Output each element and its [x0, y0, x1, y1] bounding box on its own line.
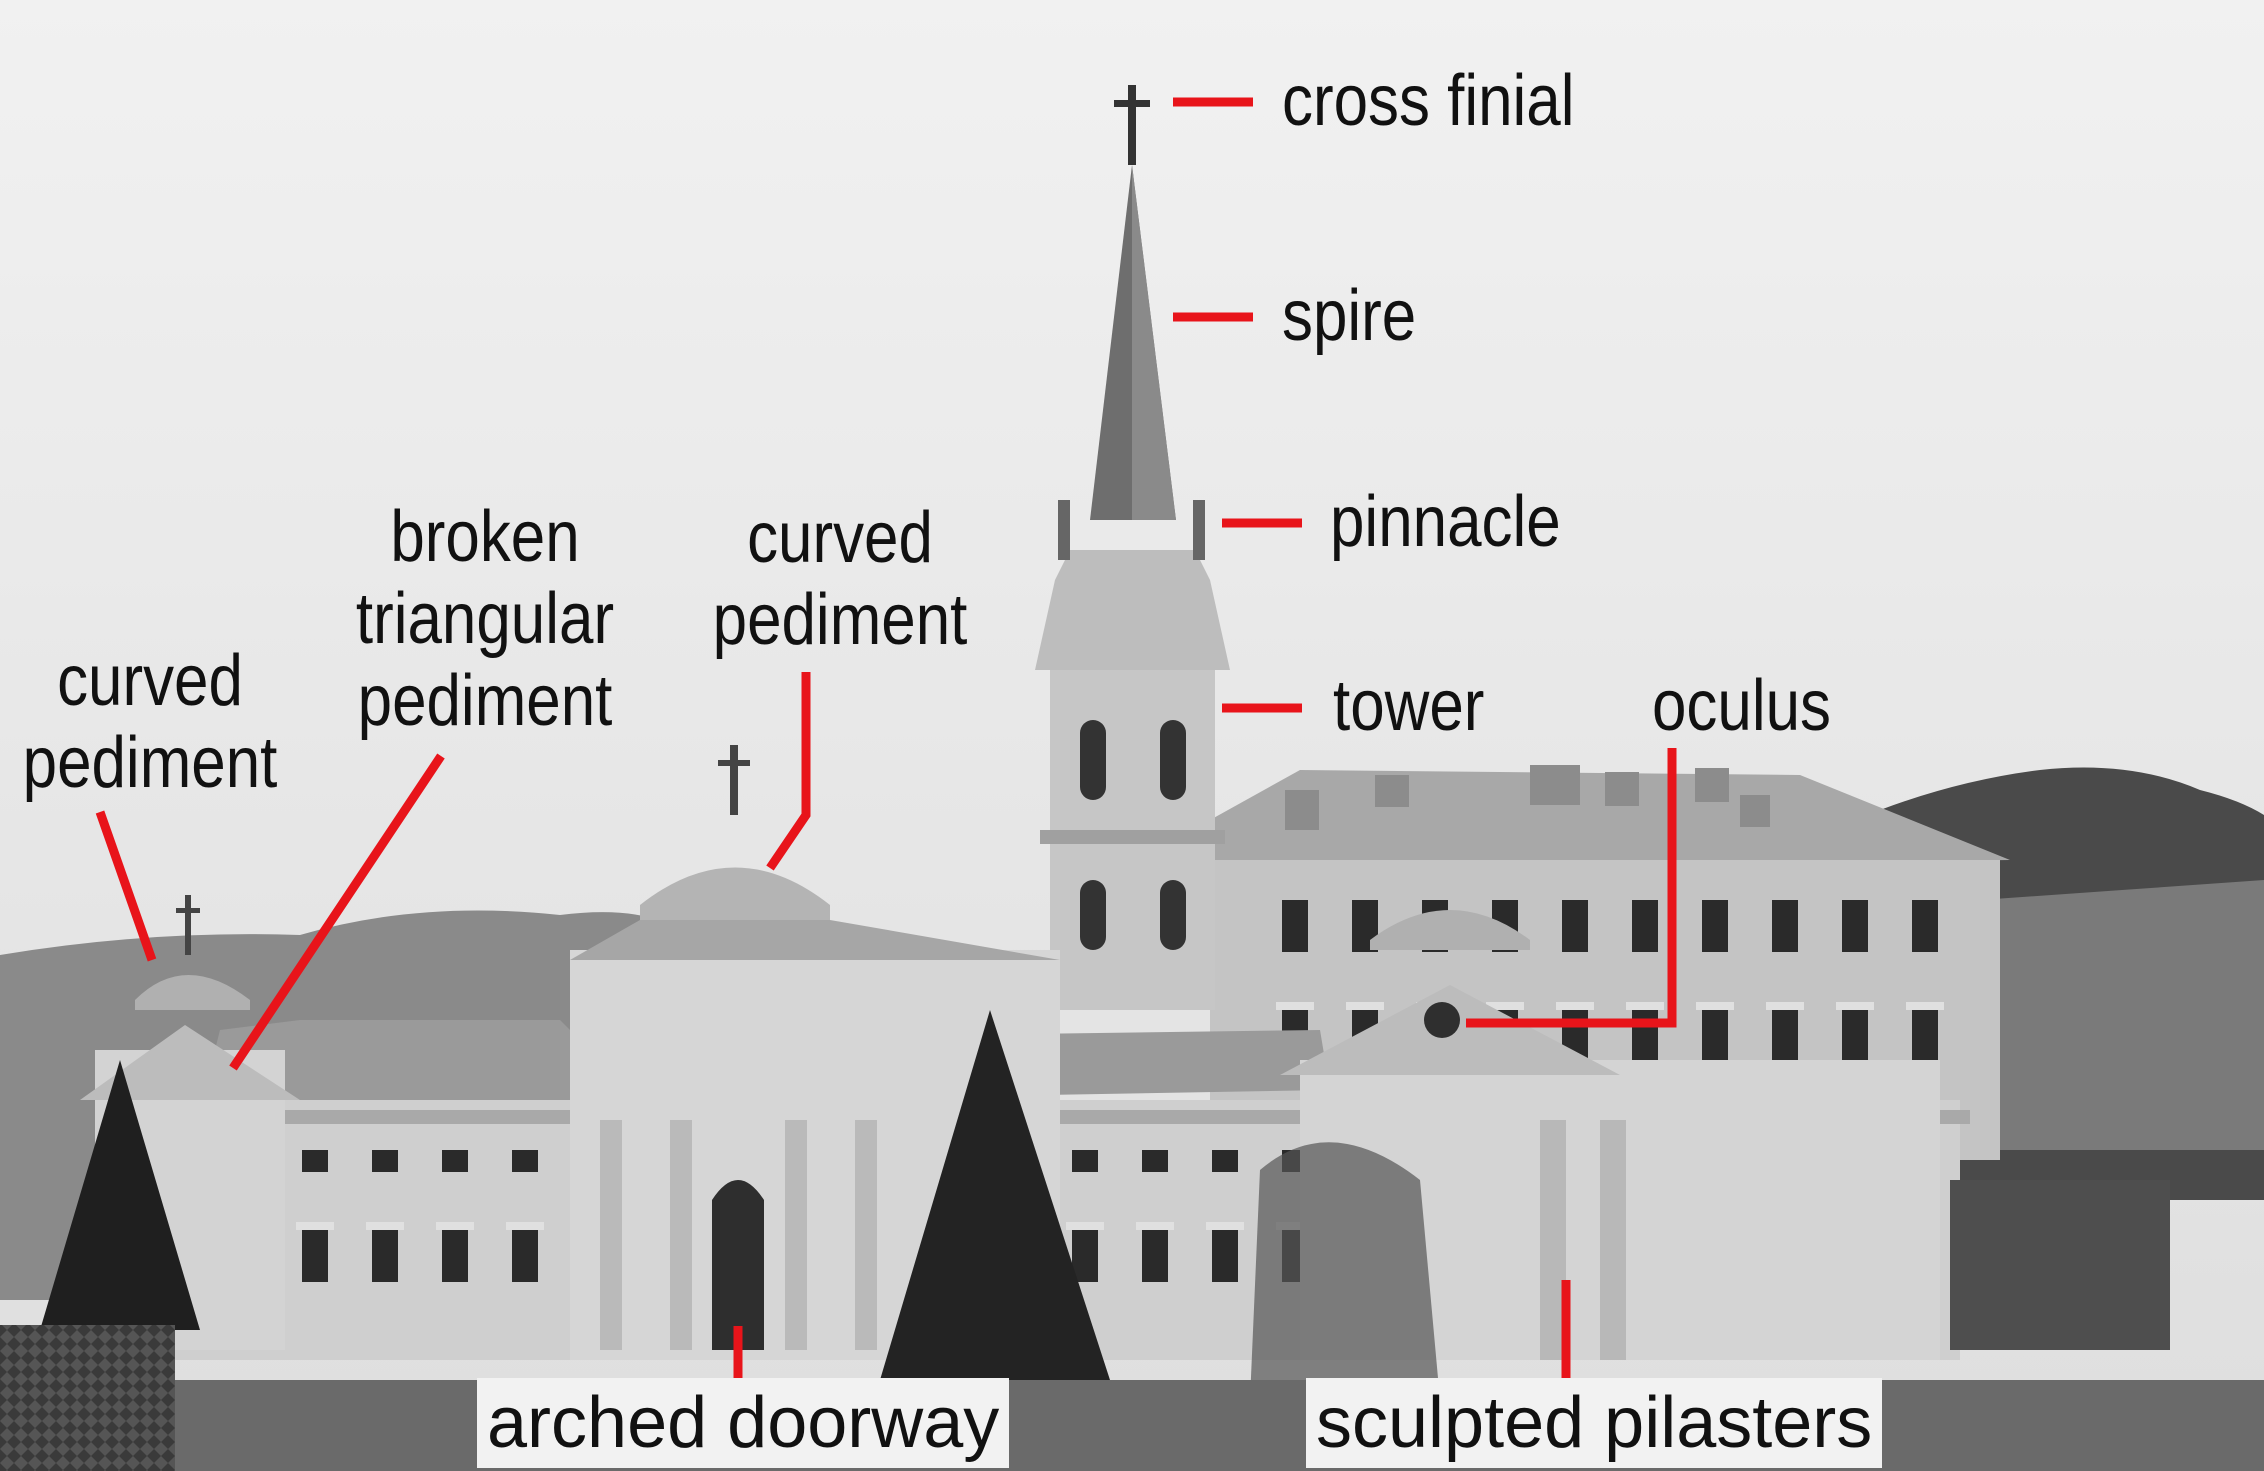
center-cross-bar — [718, 760, 750, 766]
left-cross — [185, 895, 191, 955]
leader-lines — [95, 97, 1677, 1378]
conifer-left — [40, 1060, 200, 1330]
center-cross — [730, 745, 738, 815]
hills-right-field — [1980, 880, 2264, 1150]
leader-oculus — [1466, 748, 1677, 1028]
curved-pediment-center-shape — [640, 867, 830, 920]
sculpted-pilasters-right — [1540, 1120, 1626, 1360]
roof-tiles-foreground — [0, 1325, 175, 1471]
foreground-shed — [1950, 1180, 2170, 1350]
leader-broken-triangular-pediment — [229, 753, 445, 1071]
tower-lower-window-left — [1080, 880, 1106, 950]
cross-finial-bar — [1114, 100, 1150, 107]
leader-curved-pediment-center — [766, 672, 811, 871]
bare-trees — [1250, 1142, 1440, 1400]
broken-triangular-pediment-shape — [80, 1025, 300, 1100]
center-pavilion-roof — [570, 920, 1060, 960]
pinnacle-right — [1193, 500, 1205, 560]
pinnacle-left — [1058, 500, 1070, 560]
left-cross-bar — [176, 908, 200, 913]
label-broken-triangular-pediment: broken triangular pediment — [355, 497, 615, 741]
tower-belfry-window-left — [1080, 720, 1106, 800]
label-curved-pediment-left: curved pediment — [22, 641, 278, 803]
label-tower: tower — [1333, 666, 1485, 746]
label-oculus: oculus — [1652, 666, 1831, 746]
label-sculpted-pilasters: sculpted pilasters — [1306, 1378, 1883, 1468]
right-curved-pediment — [1370, 910, 1530, 950]
label-spire: spire — [1282, 276, 1417, 356]
sculpted-pilasters-center — [600, 1120, 877, 1350]
conifer-center — [880, 1010, 1110, 1380]
spire-highlight — [1132, 165, 1176, 520]
label-pinnacle: pinnacle — [1330, 482, 1561, 562]
tower-belfry-window-right — [1160, 720, 1186, 800]
label-arched-doorway: arched doorway — [477, 1378, 1010, 1468]
rear-wing-roof — [1210, 770, 2010, 870]
label-cross-finial: cross finial — [1282, 61, 1575, 141]
leader-curved-pediment-left — [95, 810, 157, 962]
tower-lower-window-right — [1160, 880, 1186, 950]
tower-cornice — [1040, 830, 1225, 844]
tower-crown — [1035, 550, 1230, 670]
cross-finial-stem — [1128, 85, 1136, 165]
arched-doorway-shape — [712, 1180, 764, 1350]
oculus-shape — [1424, 1002, 1460, 1038]
label-curved-pediment-center: curved pediment — [712, 498, 968, 660]
chimneys — [1285, 765, 1770, 830]
curved-pediment-left-shape — [135, 975, 250, 1010]
